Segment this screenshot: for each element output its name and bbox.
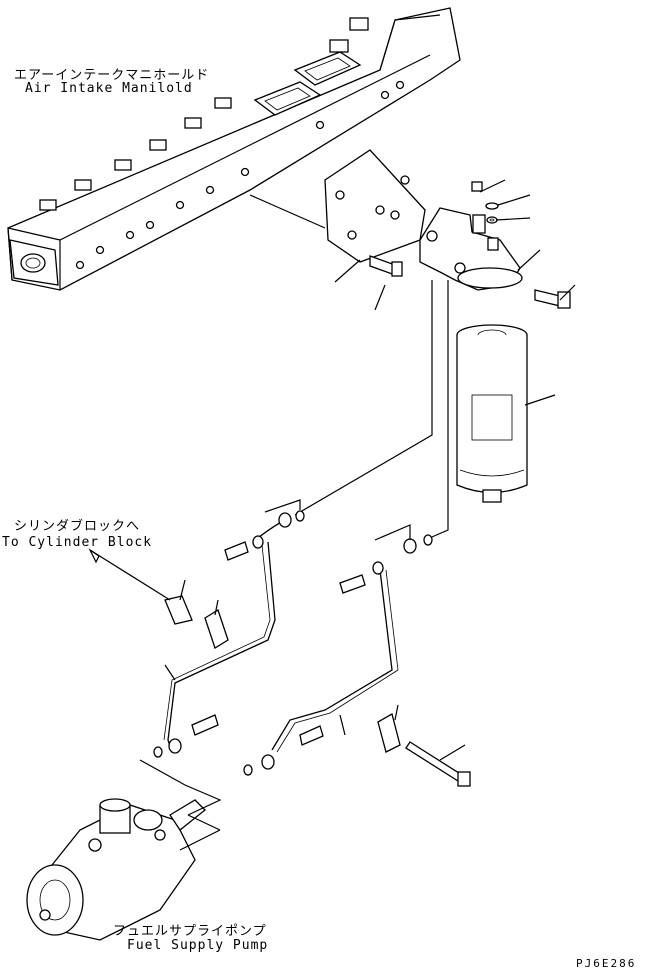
cylinder-label-jp: シリンダブロックへ bbox=[14, 519, 141, 534]
manifold-label-jp: エアーインテークマニホールド bbox=[14, 68, 210, 83]
air-intake-manifold bbox=[7, 7, 461, 291]
bracket-bolt bbox=[369, 255, 403, 277]
fuel-supply-pump bbox=[26, 798, 206, 941]
tube-washers bbox=[153, 510, 433, 776]
tube-clamps bbox=[204, 609, 401, 753]
pump-label-en: Fuel Supply Pump bbox=[127, 938, 269, 953]
fuel-filter bbox=[456, 324, 528, 503]
cylinder-label-en: To Cylinder Block bbox=[2, 535, 153, 550]
spacer bbox=[164, 595, 193, 625]
long-bolt bbox=[405, 741, 471, 787]
filter-bracket bbox=[324, 149, 426, 263]
tube-bolts bbox=[191, 541, 366, 746]
head-bolt bbox=[534, 289, 571, 309]
filter-head bbox=[419, 207, 523, 291]
manifold-flange bbox=[9, 239, 59, 286]
manifold-ports bbox=[253, 51, 362, 116]
manifold-holes bbox=[75, 80, 405, 270]
pump-label-jp: フュエルサプライポンプ bbox=[113, 924, 267, 939]
manifold-label-en: Air Intake Manilold bbox=[25, 81, 193, 96]
drawing-code: PJ6E286 bbox=[576, 957, 637, 970]
fuel-tube-right bbox=[271, 280, 449, 753]
manifold-bosses bbox=[39, 17, 369, 211]
leader-lines bbox=[88, 179, 576, 851]
